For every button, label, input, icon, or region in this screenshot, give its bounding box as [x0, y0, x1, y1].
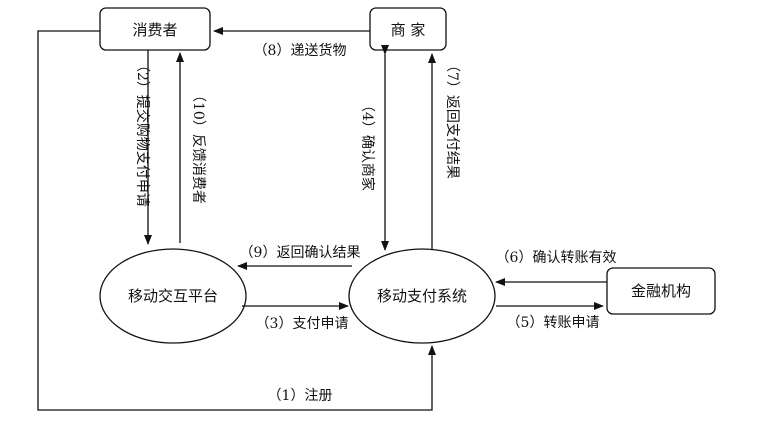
platform-node: 移动交互平台	[99, 248, 247, 344]
edge-transfer-request: （5）转账申请	[496, 302, 604, 331]
edge-return-payment-result-label: （7）返回支付结果	[444, 58, 460, 179]
financial-institution-label: 金融机构	[631, 282, 691, 300]
edge-return-payment-result: （7）返回支付结果	[428, 53, 460, 249]
edge-submit-payment-label: （2）提交购物支付申请	[134, 58, 151, 207]
edge-pay-request: （3）支付申请	[242, 302, 349, 332]
financial-institution-node: 金融机构	[606, 267, 716, 315]
edge-pay-request-label: （3）支付申请	[256, 316, 349, 332]
edge-return-confirm-result: （9）返回确认结果	[237, 245, 361, 270]
edge-confirm-merchant: （4）确认商家	[359, 45, 389, 251]
payment-system-label: 移动支付系统	[377, 287, 467, 305]
edge-register: （1）注册	[37, 30, 436, 411]
edge-submit-payment: （2）提交购物支付申请	[134, 50, 152, 245]
merchant-node: 商 家	[369, 7, 447, 51]
consumer-node: 消费者	[99, 7, 211, 51]
edge-confirm-transfer-label: （6）确认转账有效	[496, 250, 617, 266]
edge-deliver-goods: （8）递送货物	[213, 27, 370, 59]
edge-feedback-consumer: （10）反馈消费者	[176, 52, 206, 243]
edge-register-label: （1）注册	[268, 388, 333, 404]
edge-return-confirm-result-label: （9）返回确认结果	[240, 245, 361, 261]
platform-label: 移动交互平台	[128, 287, 218, 305]
edge-feedback-consumer-label: （10）反馈消费者	[190, 88, 206, 204]
merchant-label: 商 家	[391, 21, 426, 39]
payment-system-node: 移动支付系统	[348, 248, 496, 344]
edge-confirm-merchant-label: （4）确认商家	[359, 98, 376, 191]
edge-confirm-transfer: （6）确认转账有效	[495, 250, 617, 286]
consumer-label: 消费者	[132, 21, 177, 39]
edge-transfer-request-label: （5）转账申请	[507, 315, 600, 331]
edge-deliver-goods-label: （8）递送货物	[254, 42, 347, 59]
